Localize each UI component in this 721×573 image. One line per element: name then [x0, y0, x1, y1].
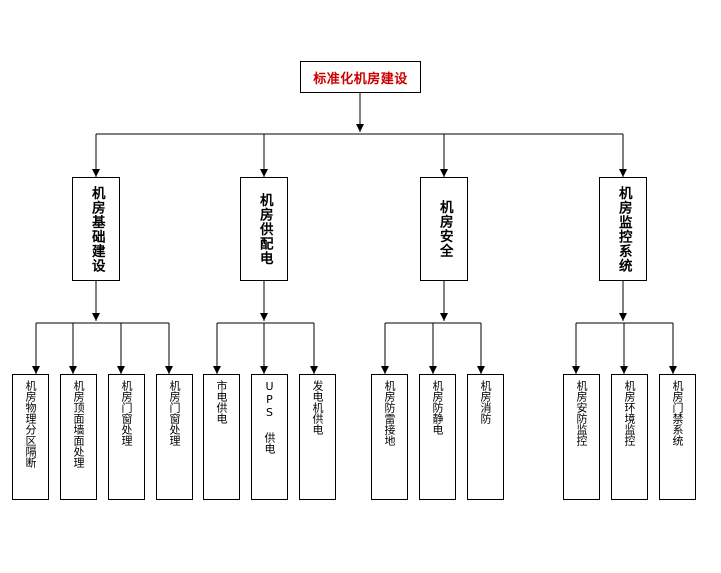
leaf-label: 机房环境监控 — [623, 380, 636, 446]
arrowhead — [669, 366, 677, 374]
arrowhead — [440, 313, 448, 321]
node-infrastructure: 机房基础建设 — [72, 177, 120, 281]
leaf-security-monitoring: 机房安防监控 — [563, 374, 600, 500]
leaf-partition: 机房物理分区隔断 — [12, 374, 49, 500]
arrowhead — [477, 366, 485, 374]
arrowhead — [619, 313, 627, 321]
leaf-label: 市电供电 — [215, 380, 228, 424]
leaf-label: 发电机供电 — [311, 380, 324, 435]
arrowhead — [381, 366, 389, 374]
node-security: 机房安全 — [420, 177, 468, 281]
leaf-label: UPS 供电 — [263, 380, 276, 454]
leaf-generator-power: 发电机供电 — [299, 374, 336, 500]
arrowhead — [429, 366, 437, 374]
leaf-label: 机房门窗处理 — [120, 380, 133, 446]
leaf-ups-power: UPS 供电 — [251, 374, 288, 500]
arrowhead — [440, 169, 448, 177]
node-security-label: 机房安全 — [436, 200, 453, 258]
leaf-lightning: 机房防雷接地 — [371, 374, 408, 500]
leaf-label: 机房防静电 — [431, 380, 444, 435]
arrowhead — [260, 313, 268, 321]
arrowhead — [356, 124, 364, 132]
leaf-access-control: 机房门禁系统 — [659, 374, 696, 500]
leaf-ceiling-wall: 机房顶面墙面处理 — [60, 374, 97, 500]
leaf-antistatic: 机房防静电 — [419, 374, 456, 500]
leaf-label: 机房门窗处理 — [168, 380, 181, 446]
leaf-label: 机房物理分区隔断 — [24, 380, 37, 468]
arrowhead — [117, 366, 125, 374]
arrowhead — [92, 313, 100, 321]
arrowhead — [260, 366, 268, 374]
arrowhead — [92, 169, 100, 177]
arrowhead — [69, 366, 77, 374]
leaf-label: 机房门禁系统 — [671, 380, 684, 446]
leaf-label: 机房消防 — [479, 380, 492, 424]
leaf-door-window-2: 机房门窗处理 — [156, 374, 193, 500]
leaf-label: 机房顶面墙面处理 — [72, 380, 85, 468]
leaf-door-window: 机房门窗处理 — [108, 374, 145, 500]
arrowhead — [310, 366, 318, 374]
node-monitoring: 机房监控系统 — [599, 177, 647, 281]
arrowhead — [32, 366, 40, 374]
leaf-label: 机房安防监控 — [575, 380, 588, 446]
arrowhead — [572, 366, 580, 374]
arrowhead — [165, 366, 173, 374]
root-node: 标准化机房建设 — [300, 61, 421, 93]
node-infrastructure-label: 机房基础建设 — [88, 185, 105, 273]
leaf-fire: 机房消防 — [467, 374, 504, 500]
root-label: 标准化机房建设 — [313, 71, 408, 87]
arrowhead — [213, 366, 221, 374]
arrowhead — [620, 366, 628, 374]
node-monitoring-label: 机房监控系统 — [615, 185, 632, 273]
arrowhead — [619, 169, 627, 177]
node-power: 机房供配电 — [240, 177, 288, 281]
leaf-environment-monitoring: 机房环境监控 — [611, 374, 648, 500]
node-power-label: 机房供配电 — [256, 192, 273, 266]
leaf-label: 机房防雷接地 — [383, 380, 396, 446]
arrowhead — [260, 169, 268, 177]
leaf-mains-power: 市电供电 — [203, 374, 240, 500]
